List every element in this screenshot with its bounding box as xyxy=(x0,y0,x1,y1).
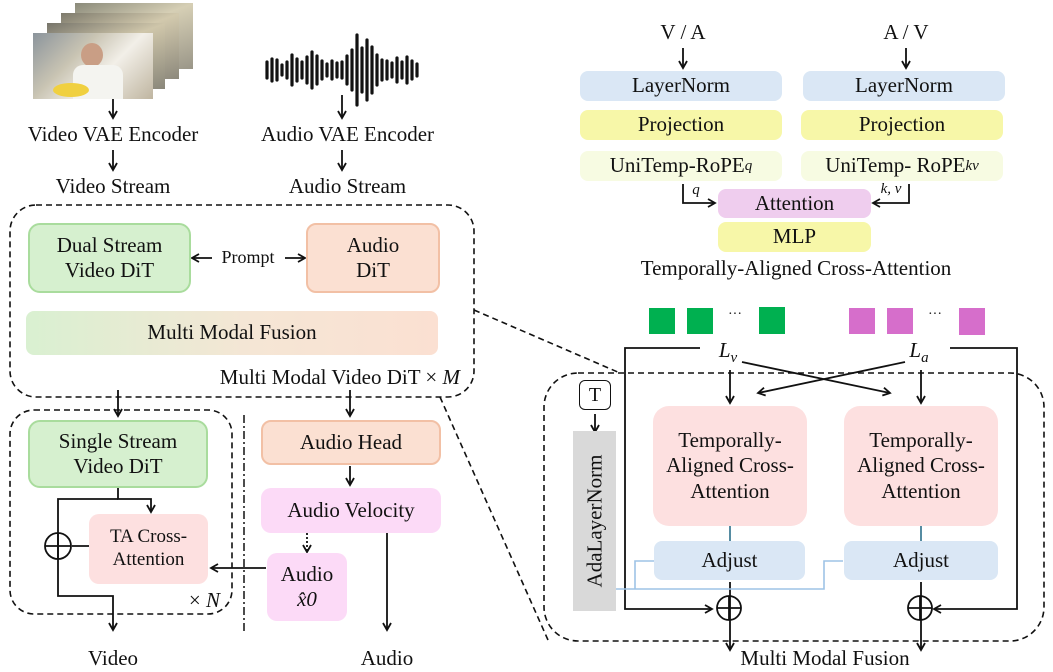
video-token-ellipsis: ··· xyxy=(728,307,742,322)
projection-left: Projection xyxy=(580,110,782,140)
arrow-residual-to-video xyxy=(57,498,118,632)
timestep-t-box: T xyxy=(579,380,611,410)
audio-velocity-box: Audio Velocity xyxy=(261,488,441,533)
line-adaln-to-adjust-left xyxy=(634,560,655,589)
video-token-n xyxy=(759,307,785,334)
taca-block-right: Temporally-Aligned Cross-Attention xyxy=(844,406,998,526)
audio-token-1 xyxy=(849,308,875,334)
fusion-detail-container xyxy=(543,372,1045,642)
adalayernorm-label: AdaLayerNorm xyxy=(582,454,606,588)
output-video-label: Video xyxy=(87,646,139,670)
taca-caption: Temporally-Aligned Cross-Attention xyxy=(640,256,952,280)
x0-hat-symbol: x̂0 xyxy=(297,587,317,611)
input-va-label: V / A xyxy=(660,20,706,44)
mlp-box: MLP xyxy=(718,222,871,252)
layernorm-right: LayerNorm xyxy=(803,71,1005,101)
attention-box: Attention xyxy=(718,189,871,218)
video-stream-label: Video Stream xyxy=(55,174,171,198)
arrow-lv-cross xyxy=(741,361,892,397)
arrow-kv xyxy=(871,184,910,208)
zoom-line-top xyxy=(473,309,621,374)
fusion-detail-caption: Multi Modal Fusion xyxy=(740,646,910,670)
adjust-left: Adjust xyxy=(654,541,805,580)
audio-x0-label: Audio xyxy=(280,561,334,586)
multi-modal-fusion-bar: Multi Modal Fusion xyxy=(26,311,438,355)
audio-waveform-icon xyxy=(265,33,419,107)
lv-label: Lv xyxy=(718,338,738,367)
n-repeat-label: × N xyxy=(188,588,220,612)
video-token-2 xyxy=(687,308,713,334)
arrow-single-to-ta xyxy=(117,488,156,514)
arrow-la-residual xyxy=(932,347,1018,614)
video-token-1 xyxy=(649,308,675,334)
single-stream-video-dit-box: Single Stream Video DiT xyxy=(28,420,208,488)
layernorm-left: LayerNorm xyxy=(580,71,782,101)
video-frames-icon xyxy=(33,3,195,99)
projection-right: Projection xyxy=(801,110,1003,140)
audio-token-2 xyxy=(887,308,913,334)
audio-token-ellipsis: ··· xyxy=(928,307,942,322)
audio-token-n xyxy=(959,308,985,335)
mmdit-container xyxy=(9,204,475,398)
video-vae-encoder-label: Video VAE Encoder xyxy=(27,122,199,146)
audio-dit-box: Audio DiT xyxy=(306,223,440,293)
line-adaln-to-adjust-right xyxy=(615,560,843,590)
adalayernorm-bar: AdaLayerNorm xyxy=(573,431,616,611)
single-stream-container xyxy=(9,409,233,615)
la-label: La xyxy=(909,338,929,367)
audio-head-box: Audio Head xyxy=(261,420,441,465)
q-label: q xyxy=(692,182,700,198)
arrow-q xyxy=(682,184,717,208)
input-av-label: A / V xyxy=(883,20,929,44)
zoom-line-bottom xyxy=(439,396,549,641)
arrow-lv-residual xyxy=(624,347,714,614)
mmdit-repeat-label: Multi Modal Video DiT × M xyxy=(219,365,460,389)
audio-stream-label: Audio Stream xyxy=(288,174,407,198)
adjust-right: Adjust xyxy=(844,541,998,580)
arrow-la-cross xyxy=(756,361,906,397)
dual-stream-video-dit-box: Dual Stream Video DiT xyxy=(28,223,191,293)
audio-x0-box: Audio x̂0 xyxy=(267,553,347,621)
taca-block-left: Temporally-Aligned Cross-Attention xyxy=(653,406,807,526)
output-audio-label: Audio xyxy=(360,646,414,670)
prompt-label: Prompt xyxy=(221,247,275,267)
audio-vae-encoder-label: Audio VAE Encoder xyxy=(260,122,435,146)
kv-label: k, v xyxy=(880,181,902,197)
ta-cross-attention-box: TA Cross-Attention xyxy=(89,514,208,584)
